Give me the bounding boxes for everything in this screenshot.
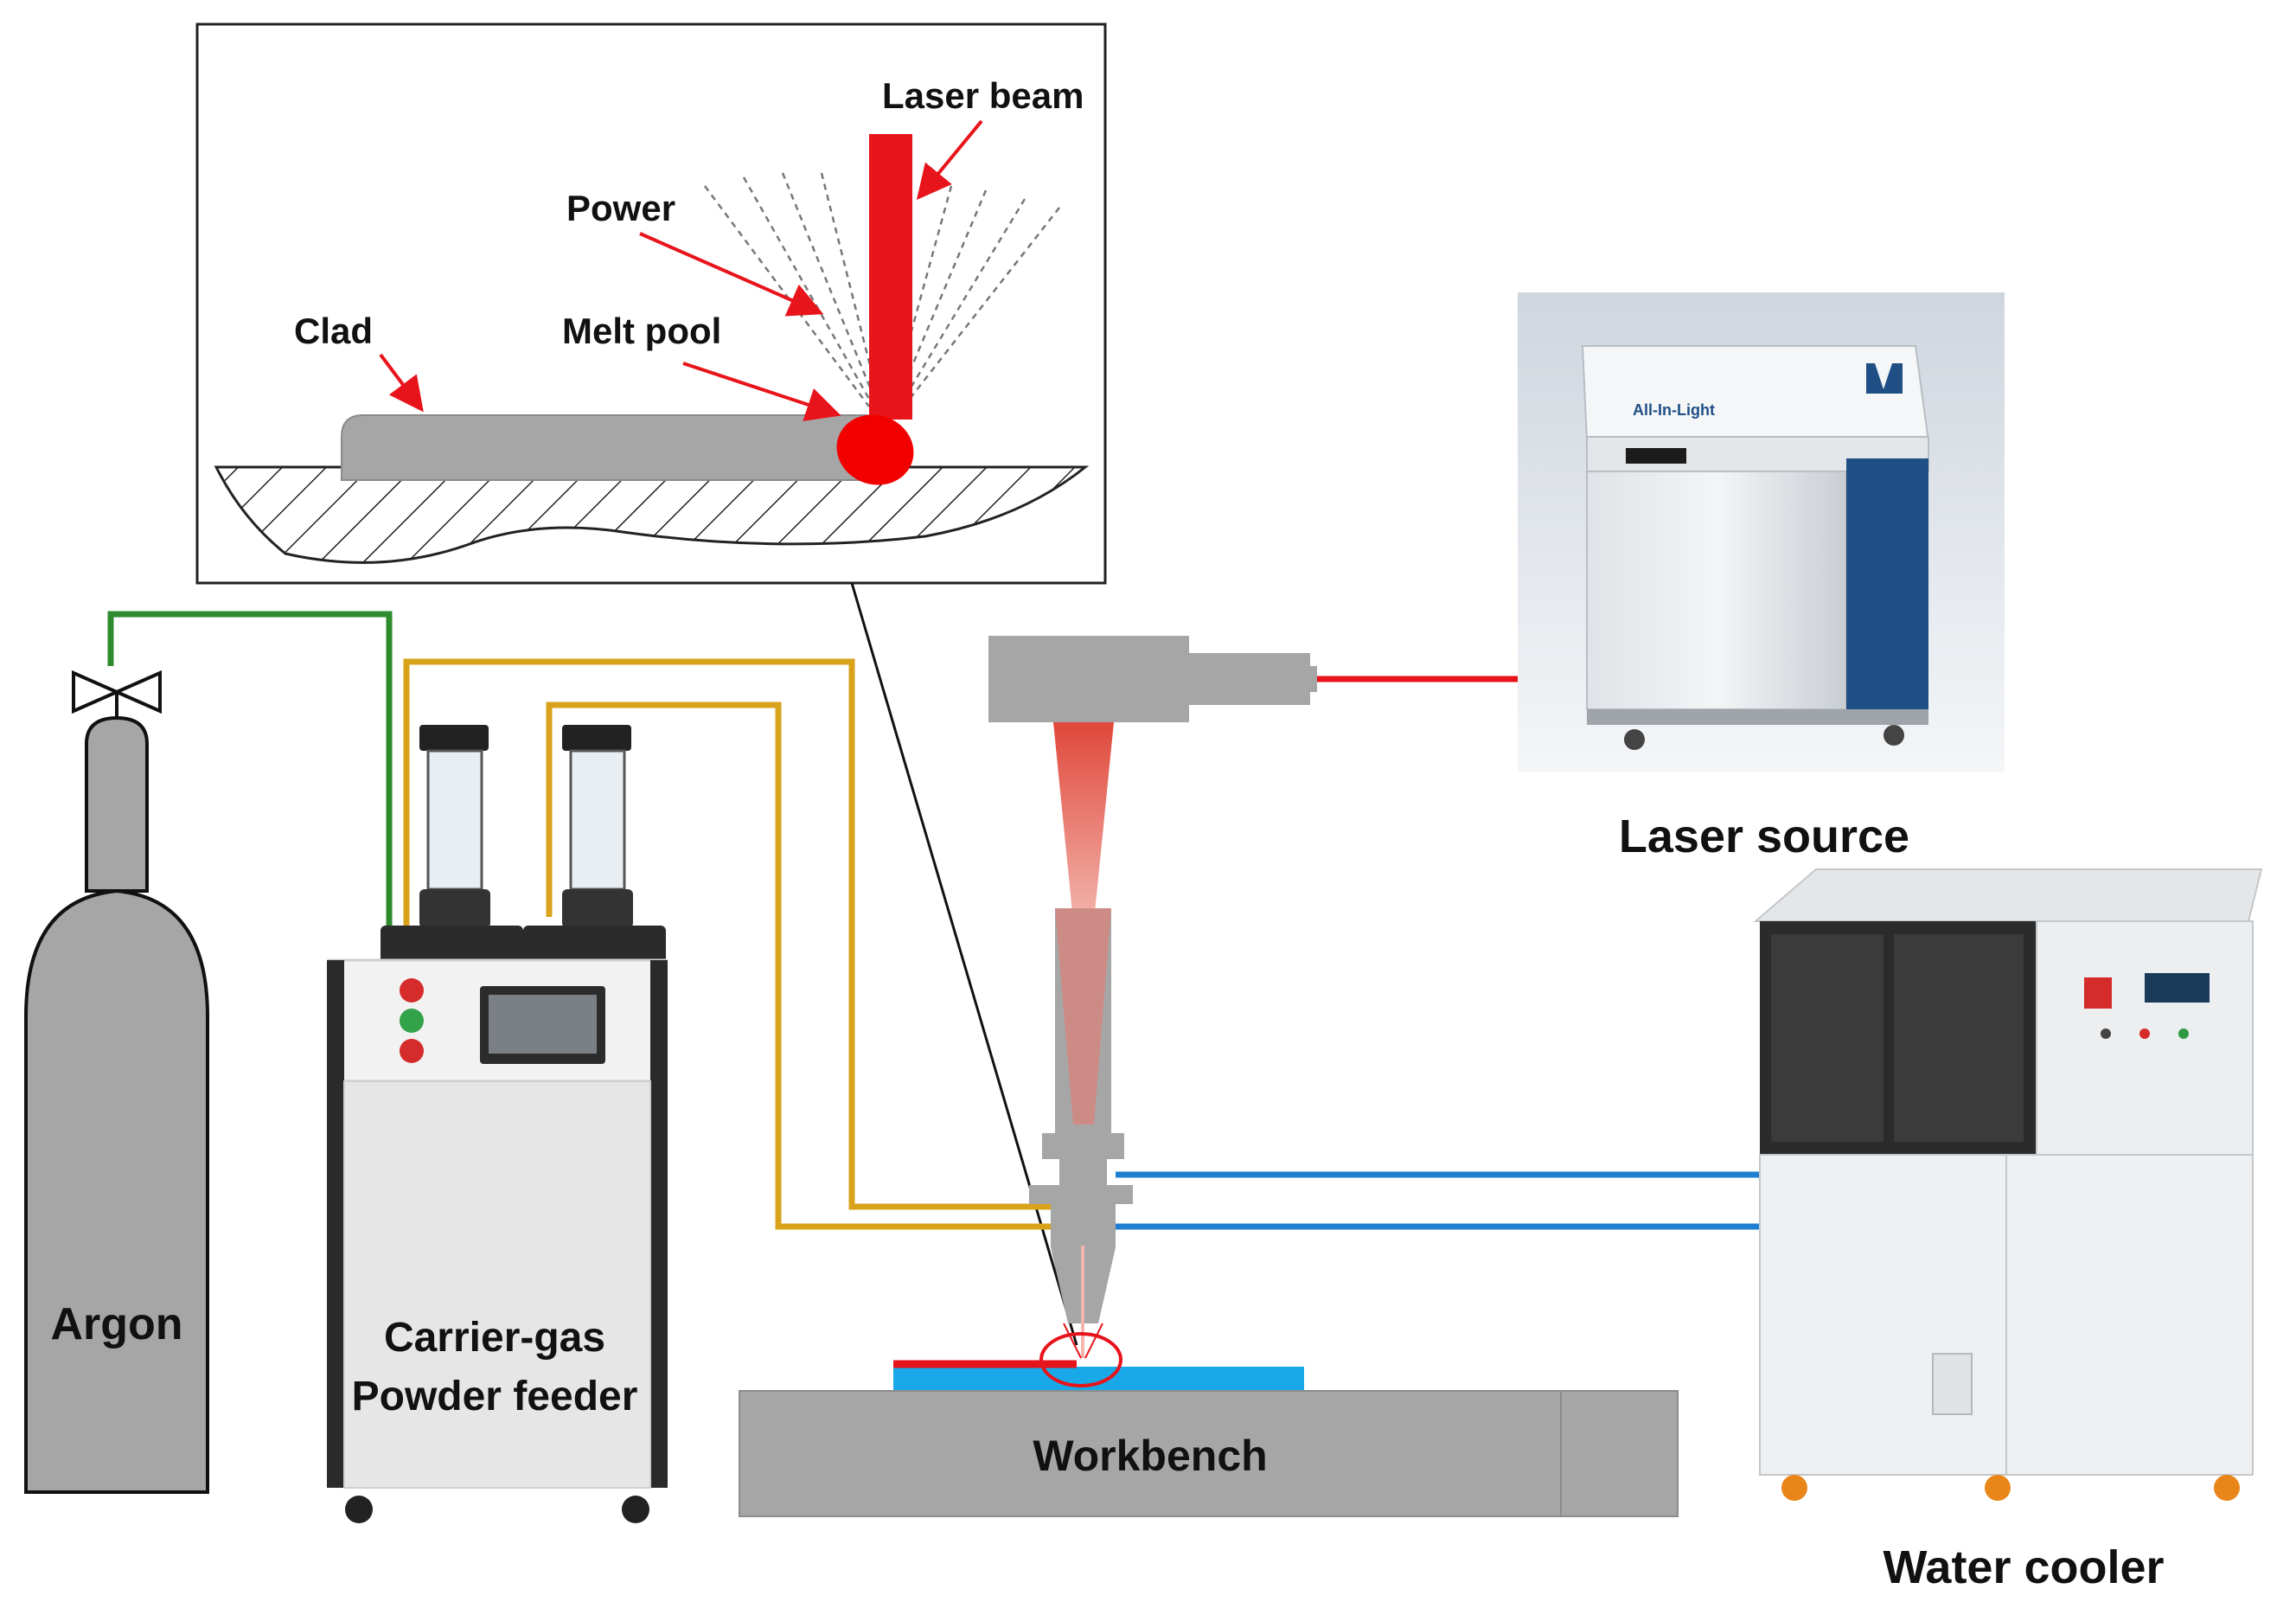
label-melt-pool: Melt pool	[562, 311, 721, 351]
powder-hopper-right	[523, 725, 666, 964]
inset-leader-line	[850, 582, 1078, 1346]
precitec-logo-icon	[1866, 363, 1903, 394]
inset-arrows	[379, 119, 983, 421]
laser-model-name: All-In-Light	[1633, 401, 1715, 419]
melt-pool-shape	[836, 414, 914, 485]
laser-beam-shape	[869, 134, 912, 420]
valve-icon	[72, 670, 121, 714]
label-laser-source: Laser source	[1619, 810, 1909, 862]
process-zone-marker	[1039, 1332, 1122, 1387]
powder-line-1	[403, 658, 1059, 1210]
powder-hopper-left	[381, 725, 523, 964]
reset-button-icon	[400, 1039, 424, 1063]
label-power: Power	[566, 188, 675, 228]
label-feeder-line1: Carrier-gas	[384, 1315, 605, 1361]
substrate-cross-section	[214, 465, 1090, 564]
laser-cladding-head	[988, 636, 1317, 1359]
powder-feeder: Carrier-gas Powder feeder	[327, 725, 668, 1523]
label-workbench: Workbench	[1033, 1432, 1267, 1480]
argon-supply-line	[107, 611, 393, 930]
label-laser-beam: Laser beam	[882, 75, 1084, 116]
start-button-icon	[400, 1009, 424, 1033]
clad-bead	[341, 414, 892, 481]
argon-cylinder: Argon	[24, 670, 209, 1494]
melt-pool-inset: Laser beam Power Clad Melt pool	[195, 22, 1107, 585]
clad-arrow	[379, 353, 424, 413]
label-argon: Argon	[50, 1299, 182, 1349]
cylinder-body	[24, 888, 209, 1494]
label-feeder-line2: Powder feeder	[352, 1374, 638, 1419]
laser-source: All-In-Light Laser source	[1518, 292, 2005, 862]
power-arrow	[639, 232, 824, 317]
feeder-cabinet	[343, 1080, 651, 1489]
label-water-cooler: Water cooler	[1883, 1541, 2164, 1593]
powder-line-2	[546, 702, 1059, 1230]
workbench-table	[739, 1390, 1679, 1517]
label-clad: Clad	[294, 311, 373, 351]
workbench: Workbench	[739, 1332, 1679, 1517]
water-cooler: Water cooler	[1753, 868, 2263, 1593]
laser-beam-arrow	[916, 119, 983, 201]
substrate-plate	[893, 1367, 1304, 1391]
melt-pool-arrow	[682, 362, 841, 421]
main-switch-icon	[2084, 977, 2112, 1009]
laser-beam-cone	[1053, 722, 1114, 921]
stop-button-icon	[400, 978, 424, 1003]
